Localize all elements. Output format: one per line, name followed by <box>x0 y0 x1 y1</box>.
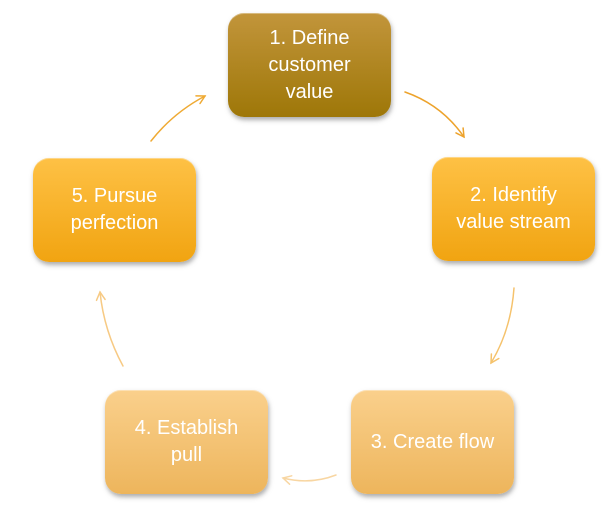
arrow-1-to-2 <box>404 91 465 139</box>
step-label-line: 3. Create flow <box>370 430 495 453</box>
step-label-line: 1. Define <box>269 26 350 49</box>
step-label-line: pull <box>170 444 203 466</box>
step-box-4-establish-pull: 4. Establish pull <box>105 390 268 494</box>
step-label-line: customer <box>268 53 351 76</box>
step-box-3-create-flow: 3. Create flow <box>351 390 514 494</box>
arrow-5-to-1 <box>150 95 207 142</box>
arrow-4-to-5 <box>95 290 124 367</box>
step-label-line: value stream <box>456 211 571 233</box>
step-box-5-pursue-perfection: 5. Pursue perfection <box>33 158 196 262</box>
step-label-line: 4. Establish <box>134 417 239 439</box>
step-box-1-define-customer-value: 1. Define customer value <box>228 13 391 117</box>
step-label-line: 2. Identify <box>470 184 557 206</box>
arrow-3-to-4 <box>281 474 337 485</box>
arrow-2-to-3 <box>490 287 515 365</box>
step-label-line: 5. Pursue <box>71 185 158 207</box>
step-label-line: perfection <box>70 212 159 234</box>
step-label-line: value <box>285 80 334 103</box>
step-box-2-identify-value-stream: 2. Identify value stream <box>432 157 595 261</box>
